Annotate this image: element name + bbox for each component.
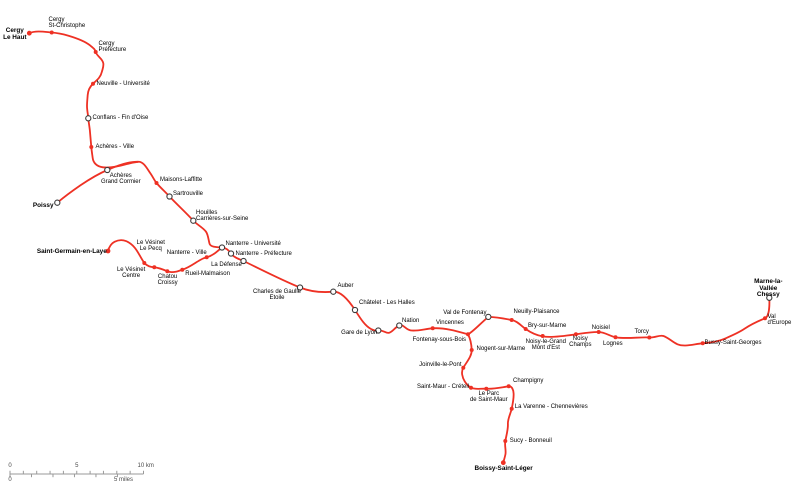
station-marker-champigny (506, 384, 511, 389)
station-marker-val-d-europe (763, 316, 767, 321)
scale-bar (9, 470, 144, 478)
station-marker-neuville-universite (91, 81, 95, 86)
station-marker-poissy (54, 199, 61, 206)
station-marker-nanterre-ville (204, 255, 209, 260)
station-marker-neuilly-plaisance (509, 318, 514, 322)
station-marker-cergy-prefecture (93, 50, 98, 54)
scale-label-km-0: 0 (8, 463, 12, 470)
station-marker-noisy-le-grand-mont-d-est (540, 334, 545, 338)
station-marker-chatou-croissy (165, 269, 170, 274)
station-marker-lognes (613, 335, 618, 340)
station-marker-la-defense (240, 257, 247, 265)
station-marker-marne-la-vallee-chessy (766, 294, 773, 301)
station-marker-sucy-bonneuil (503, 439, 508, 443)
station-marker-cergy-le-haut (26, 30, 32, 36)
station-marker-nanterre-universite (218, 244, 226, 251)
station-marker-joinville-le-pont (461, 365, 466, 370)
scale-bar-km-ticks (9, 470, 144, 474)
station-marker-houilles-carrieres-sur-seine (190, 217, 197, 224)
station-marker-noisy-champs (573, 332, 578, 337)
station-marker-saint-germain-en-laye (105, 248, 111, 254)
station-marker-chatelet-les-halles (351, 306, 359, 314)
station-marker-torcy (647, 335, 652, 340)
rer-line-a (28, 30, 771, 464)
scale-label-km-10: 10 km (137, 463, 154, 470)
station-marker-bry-sur-marne (523, 327, 528, 331)
station-marker-nanterre-prefecture (227, 250, 235, 257)
station-marker-nation (396, 322, 403, 329)
station-marker-la-varenne-chennevieres (509, 406, 514, 411)
scale-bar-mile-ticks (9, 474, 118, 478)
rer-line-cergy-marne-trunk (28, 30, 771, 347)
scale-label-mile-0: 0 (8, 476, 12, 483)
rer-line-poissy-branch (56, 160, 139, 204)
station-marker-nogent-sur-marne (469, 348, 474, 352)
station-marker-auber (330, 288, 337, 295)
station-marker-le-parc-de-saint-maur (484, 386, 489, 391)
station-markers (26, 30, 773, 466)
rer-line-boissy-branch (461, 333, 515, 464)
station-marker-cergy-st-christophe (49, 30, 54, 35)
station-marker-noisiel (596, 330, 601, 334)
station-marker-acheres-ville (89, 145, 94, 149)
rer-line-saint-germain-branch (107, 239, 222, 274)
station-marker-saint-maur-creteil (469, 385, 473, 390)
station-marker-boissy-saint-leger (500, 460, 506, 466)
station-marker-val-de-fontenay (485, 313, 492, 321)
station-marker-gare-de-lyon (375, 327, 382, 334)
station-marker-conflans-fin-d-oise (85, 115, 92, 122)
station-marker-charles-de-gaulle-etoile (296, 284, 304, 291)
station-marker-rueil-malmaison (180, 267, 185, 272)
station-marker-maisons-laffitte (154, 181, 159, 185)
station-marker-le-vesinet-centre (152, 265, 157, 270)
station-marker-le-vesinet-le-pecq (142, 261, 147, 265)
scale-label-mile-5: 5 miles (114, 476, 134, 483)
station-marker-fontenay-sous-bois (466, 332, 470, 337)
station-marker-sartrouville (166, 193, 173, 200)
station-marker-vincennes (430, 326, 435, 331)
station-marker-acheres-grand-cormier (104, 166, 111, 174)
station-marker-bussy-saint-georges (700, 341, 705, 346)
scale-label-km-5: 5 (75, 463, 79, 470)
